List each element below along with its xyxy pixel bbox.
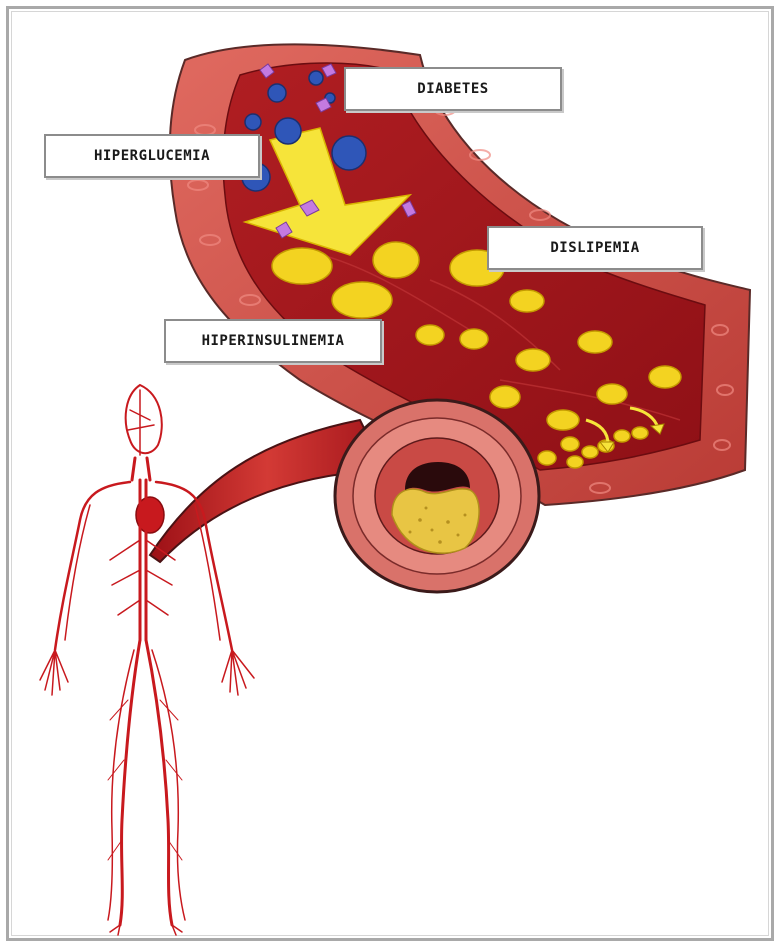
circulatory-system-figure xyxy=(40,385,254,935)
label-hiperglucemia: HIPERGLUCEMIA xyxy=(44,134,260,178)
label-diabetes: DIABETES xyxy=(344,67,562,111)
label-dislipemia: DISLIPEMIA xyxy=(487,226,703,270)
artery-cross-section xyxy=(335,400,539,592)
label-hiperinsulinemia: HIPERINSULINEMIA xyxy=(164,319,382,363)
